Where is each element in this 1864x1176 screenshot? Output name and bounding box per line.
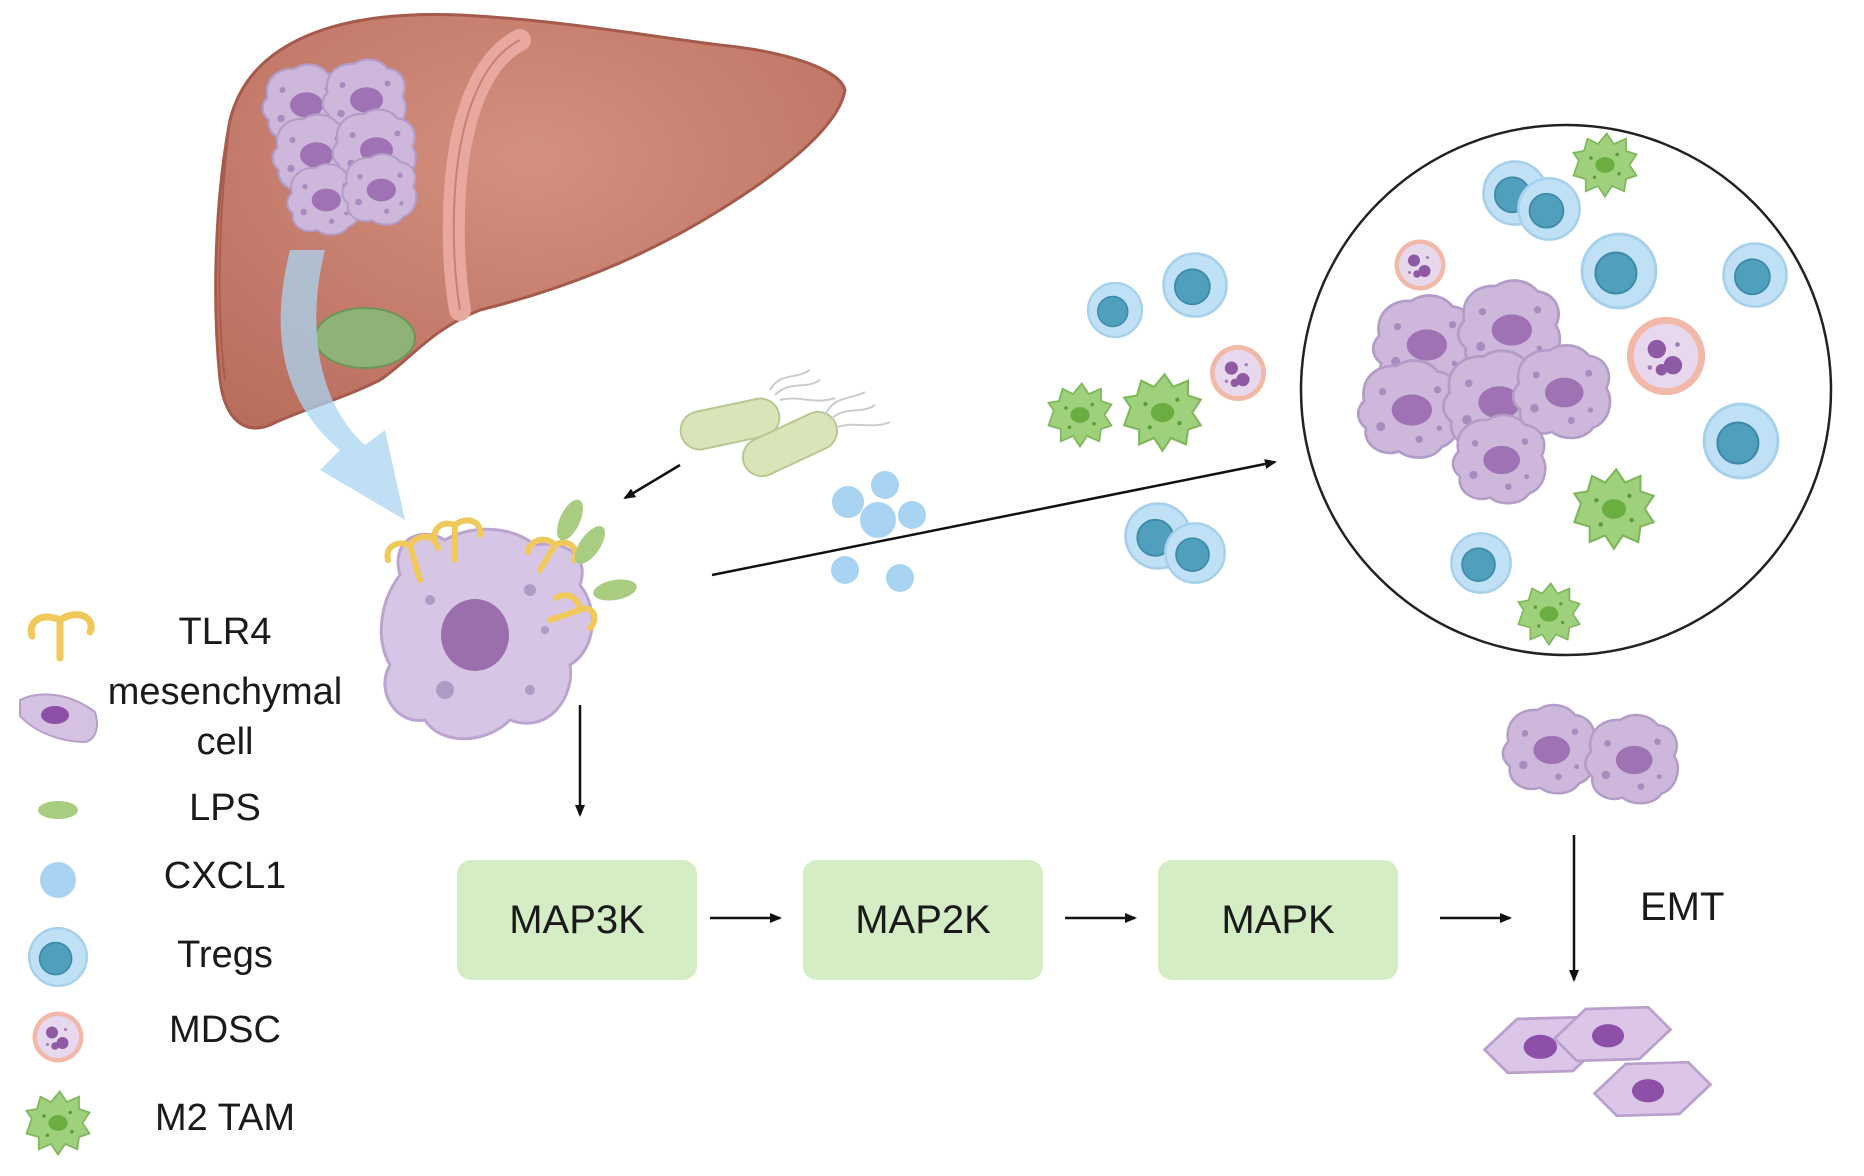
- bacteria: [679, 369, 891, 478]
- treg-cell: [1162, 252, 1228, 318]
- treg-legend-icon: [28, 927, 89, 987]
- epithelial-cell: [1553, 1005, 1672, 1063]
- treg-cell: [1164, 522, 1226, 584]
- central-tumor-cell: [379, 527, 594, 741]
- m2tam-legend-icon: [25, 1090, 91, 1156]
- mapk-label: MAPK: [1221, 897, 1335, 942]
- legend-label-mesenchymal-cell: cell: [196, 721, 254, 763]
- cxcl1-legend-icon: [40, 862, 76, 898]
- liver-to-cell-arrow: [280, 250, 405, 520]
- mdsc-legend-icon: [32, 1011, 84, 1063]
- tlr4-receptors: [384, 517, 598, 631]
- mapk-box: MAPK: [1158, 860, 1398, 980]
- map2k-box: MAP2K: [803, 860, 1043, 980]
- legend-icons: [19, 611, 98, 1156]
- mesenchymal-cluster: [1501, 703, 1597, 795]
- map3k-box: MAP3K: [457, 860, 697, 980]
- lps-group: [557, 499, 637, 601]
- lps-legend-icon: [38, 801, 78, 819]
- mesenchymal-legend-icon: [19, 693, 98, 744]
- m2tam-cell: [1047, 382, 1113, 448]
- emt-label: EMT: [1640, 885, 1725, 929]
- map2k-label: MAP2K: [855, 897, 991, 942]
- epithelial-cell: [1593, 1060, 1712, 1118]
- legend-label-mesenchymal: mesenchymal: [107, 671, 343, 713]
- legend-label-lps: LPS: [189, 787, 261, 829]
- map3k-label: MAP3K: [509, 897, 645, 942]
- tumor-microenvironment-circle: [1299, 123, 1833, 657]
- liver-illustration: [214, 12, 847, 430]
- flow-arrows: [575, 459, 1579, 982]
- legend-label-cxcl1: CXCL1: [163, 855, 287, 897]
- m2tam-cell: [1123, 373, 1202, 452]
- legend-label-mdsc: MDSC: [169, 1009, 281, 1051]
- legend-label-m2tam: M2 TAM: [154, 1097, 296, 1139]
- tlr4-legend-icon: [27, 611, 95, 662]
- mesenchymal-cluster: [1584, 713, 1680, 805]
- mdsc-cell: [1209, 344, 1267, 402]
- legend-label-tregs: Tregs: [177, 934, 273, 976]
- cxcl1-group: [831, 471, 926, 592]
- treg-cell: [1086, 281, 1144, 339]
- legend-label-tlr4: TLR4: [178, 611, 272, 653]
